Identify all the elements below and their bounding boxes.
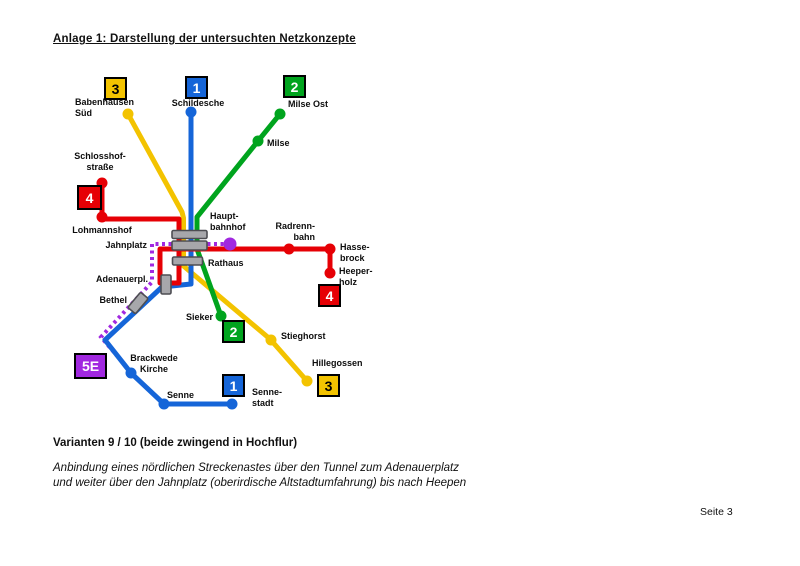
page-title: Anlage 1: Darstellung der untersuchten N… <box>53 33 356 45</box>
station-label-sieker: Sieker <box>185 312 213 322</box>
variant-heading: Varianten 9 / 10 (beide zwingend in Hoch… <box>53 437 298 449</box>
station-label-schildesche: Schildesche <box>171 98 225 108</box>
station-label-babenhausen-sued: Babenhausen Süd <box>75 97 135 118</box>
dot-5e-terminus <box>223 237 237 251</box>
interchange-bars <box>127 229 208 315</box>
dot-brackwede-kirche <box>125 367 137 379</box>
station-label-adenauerplatz: Adenauerpl. <box>95 274 148 284</box>
bar-bethel <box>127 291 149 315</box>
station-label-schlosshofstrasse: Schlosshof- straße <box>74 151 126 172</box>
station-label-bethel: Bethel <box>99 295 127 305</box>
dot-milse <box>252 135 264 147</box>
station-label-senne: Senne <box>167 390 195 400</box>
station-label-hillegossen: Hillegossen <box>312 358 363 368</box>
station-label-milse: Milse <box>267 138 290 148</box>
station-label-rathaus: Rathaus <box>208 258 244 268</box>
station-label-milse-ost: Milse Ost <box>288 99 329 109</box>
line-badge-5e: 5E <box>74 353 107 379</box>
line-badge-4-west: 4 <box>77 185 102 210</box>
dot-stieghorst <box>265 334 277 346</box>
line-badge-5e-label: 5E <box>81 358 100 374</box>
dot-heeperholz <box>324 267 336 279</box>
dot-schildesche <box>185 106 197 118</box>
line-badge-1-senne: 1 <box>222 374 245 397</box>
station-label-stieghorst: Stieghorst <box>281 331 326 341</box>
bar-jahnplatz <box>171 240 208 251</box>
line-badge-4-east: 4 <box>318 284 341 307</box>
station-label-brackwede-kirche: Brackwede Kirche <box>130 353 178 374</box>
variant-description: Anbindung eines nördlichen Streckenastes… <box>53 462 467 489</box>
station-label-hassebrock: Hasse- brock <box>340 242 370 263</box>
dot-radrennbahn <box>283 243 295 255</box>
station-label-jahnplatz: Jahnplatz <box>105 240 147 250</box>
dot-hillegossen <box>301 375 313 387</box>
dot-senne <box>158 398 170 410</box>
line-badge-3-hillegossen-label: 3 <box>324 377 333 394</box>
line-badge-3-hillegossen: 3 <box>317 374 340 397</box>
station-label-radrennbahn: Radrenn- bahn <box>275 221 315 242</box>
dot-hassebrock <box>324 243 336 255</box>
station-label-hauptbahnhof: Haupt- bahnhof <box>210 211 246 232</box>
dot-sennestadt <box>226 398 238 410</box>
line-badge-2-sieker-label: 2 <box>229 323 238 340</box>
line-badge-2-north: 2 <box>283 75 306 98</box>
dot-milse-ost <box>274 108 286 120</box>
line-badge-4-west-label: 4 <box>85 189 94 206</box>
dot-sieker <box>215 310 227 322</box>
bar-hauptbahnhof <box>171 229 208 240</box>
line-badge-1-north: 1 <box>185 76 208 99</box>
station-label-sennestadt: Senne- stadt <box>252 387 283 408</box>
line-2-green-path <box>194 111 283 319</box>
line-badge-3-north-label: 3 <box>111 80 120 97</box>
line-badge-2-sieker: 2 <box>222 320 245 343</box>
bar-rathaus <box>171 256 204 266</box>
dot-babenhausen-sued <box>122 108 134 120</box>
line-badge-1-senne-label: 1 <box>229 377 238 394</box>
line-badge-2-north-label: 2 <box>290 78 299 95</box>
page-number: Seite 3 <box>700 506 733 518</box>
line-badge-1-north-label: 1 <box>192 79 201 96</box>
bar-adenauerplatz <box>160 274 172 295</box>
station-label-heeperholz: Heeper- holz <box>339 266 373 287</box>
dot-lohmannshof <box>96 211 108 223</box>
station-label-lohmannshof: Lohmannshof <box>72 225 132 235</box>
line-badge-3-north: 3 <box>104 77 127 100</box>
line-badge-4-east-label: 4 <box>325 287 334 304</box>
